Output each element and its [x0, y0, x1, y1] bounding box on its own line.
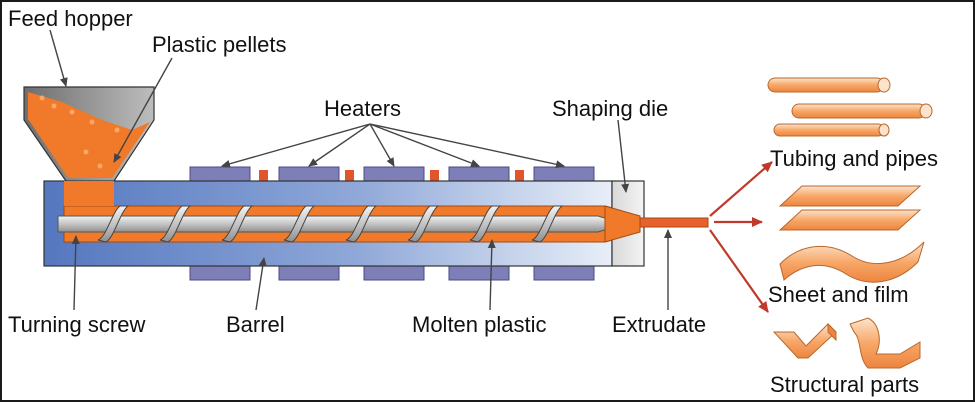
label-tubing-and-pipes: Tubing and pipes	[770, 146, 938, 171]
sheet-and-film-icon	[778, 185, 925, 283]
label-barrel: Barrel	[226, 312, 285, 337]
heater-block	[189, 265, 251, 281]
heater-block	[278, 166, 340, 182]
extrudate	[639, 217, 709, 228]
product-arrows	[709, 161, 773, 313]
label-sheet-and-film: Sheet and film	[768, 282, 909, 307]
pointer-lines	[49, 29, 672, 311]
tubing-and-pipes-icon	[767, 77, 933, 137]
screw-shaft	[57, 215, 626, 233]
heater-block	[533, 166, 595, 182]
temperature-sensor	[430, 170, 439, 181]
heater-block	[278, 265, 340, 281]
heater-block	[533, 265, 595, 281]
label-feed-hopper: Feed hopper	[8, 6, 133, 31]
screw-flights	[97, 205, 564, 243]
heater-block	[448, 265, 510, 281]
heater-block	[363, 166, 425, 182]
feed-throat	[64, 181, 114, 206]
heaters-top	[189, 166, 595, 182]
label-molten-plastic: Molten plastic	[412, 312, 547, 337]
heater-block	[363, 265, 425, 281]
heaters-bottom	[189, 265, 595, 281]
temperature-sensor	[515, 170, 524, 181]
temperature-sensor	[345, 170, 354, 181]
structural-parts-icon	[772, 317, 921, 369]
label-shaping-die: Shaping die	[552, 96, 669, 121]
label-heaters: Heaters	[324, 96, 402, 121]
feed-hopper	[23, 86, 155, 182]
temperature-sensor	[259, 170, 268, 181]
label-turning-screw: Turning screw	[8, 312, 146, 337]
label-structural-parts: Structural parts	[770, 372, 920, 397]
label-plastic-pellets: Plastic pellets	[152, 32, 287, 57]
heater-block	[448, 166, 510, 182]
heater-block	[189, 166, 251, 182]
label-extrudate: Extrudate	[612, 312, 707, 337]
